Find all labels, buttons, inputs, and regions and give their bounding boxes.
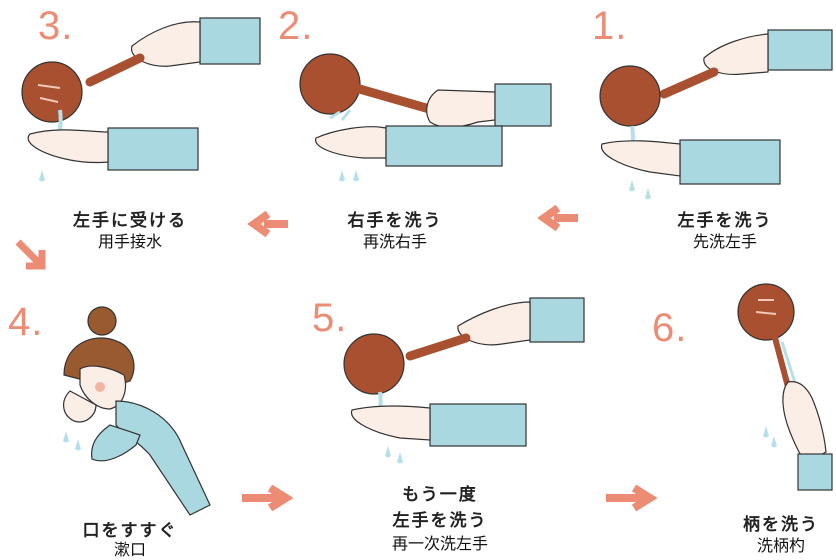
step-2-caption-jp: 右手を洗う xyxy=(347,211,443,231)
step-5-caption-jp: 左手を洗う xyxy=(392,511,488,531)
step-1-illustration xyxy=(599,29,833,200)
step-4-illustration xyxy=(63,306,211,516)
step-5-number: 5. xyxy=(312,296,348,340)
step-6-caption-jp: 柄を洗う xyxy=(743,515,819,535)
step-6-illustration xyxy=(737,283,833,491)
step-3-caption-jp: 左手に受ける xyxy=(73,211,187,231)
step-2-caption-cn: 再洗右手 xyxy=(362,232,427,251)
arrow-4-to-5 xyxy=(242,484,294,512)
step-5-illustration xyxy=(343,297,585,464)
step-1-caption-jp: 左手を洗う xyxy=(677,211,773,231)
step-4-caption-cn: 漱口 xyxy=(113,540,146,559)
step-1-caption-cn: 先洗左手 xyxy=(692,232,757,251)
step-6-number: 6. xyxy=(652,306,688,350)
arrow-5-to-6 xyxy=(606,484,658,512)
step-2-illustration xyxy=(299,53,552,182)
arrow-1-to-2 xyxy=(537,204,578,232)
step-4-number: 4. xyxy=(8,300,44,344)
step-3-caption-cn: 用手接水 xyxy=(97,232,162,251)
step-6-caption-cn: 洗柄杓 xyxy=(756,536,805,555)
arrow-3-to-4 xyxy=(15,239,46,270)
step-5-caption-cn: 再一次洗左手 xyxy=(391,534,488,553)
step-3-illustration xyxy=(21,17,261,182)
step-5-caption-jp-line1: もう一度 xyxy=(402,485,478,505)
step-3-number: 3. xyxy=(38,4,74,48)
step-4-caption-jp: 口をすすぐ xyxy=(82,521,178,541)
arrow-2-to-3 xyxy=(247,210,288,238)
step-1-number: 1. xyxy=(592,4,628,48)
step-2-number: 2. xyxy=(278,4,314,48)
